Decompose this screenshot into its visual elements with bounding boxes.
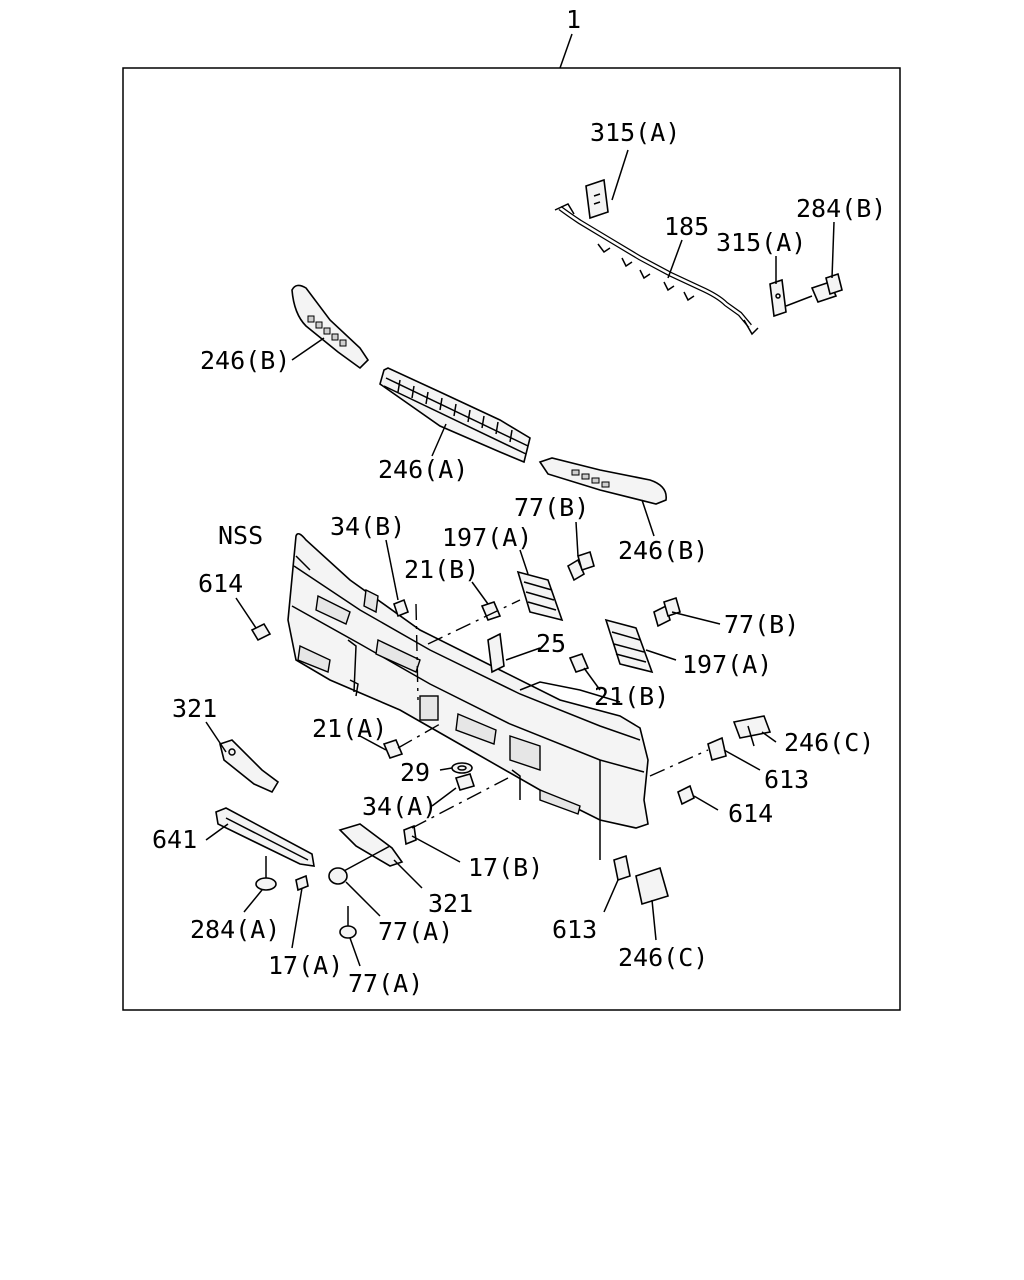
callout-246c-right: 246(C) <box>784 728 874 757</box>
callout-34b: 34(B) <box>330 512 405 541</box>
leader-lines <box>205 149 835 967</box>
screw-77b-right[interactable] <box>653 596 681 628</box>
washer-29[interactable] <box>451 762 473 774</box>
callout-284a: 284(A) <box>190 915 280 944</box>
assembly-line-21a <box>397 723 441 749</box>
callout-185: 185 <box>664 212 709 241</box>
assembly-line-34a <box>411 777 509 829</box>
callout-77a-mid: 77(A) <box>378 917 453 946</box>
callout-284b: 284(B) <box>796 194 886 223</box>
bracket-315a-top[interactable] <box>585 178 609 220</box>
grille-246b-right[interactable] <box>538 457 667 505</box>
callout-614-right: 614 <box>728 799 773 828</box>
nut-34b[interactable] <box>393 598 409 618</box>
bracket-185[interactable] <box>554 203 759 336</box>
assembly-leader <box>559 33 573 69</box>
callout-246c-bottom: 246(C) <box>618 943 708 972</box>
bezel-197a-right[interactable] <box>604 618 654 674</box>
callout-21b-top: 21(B) <box>404 555 479 584</box>
bolt-77a-mid[interactable] <box>328 845 391 885</box>
callout-321-mid: 321 <box>428 889 473 918</box>
stay-321-left[interactable] <box>219 739 280 794</box>
callout-nss: NSS <box>218 521 263 550</box>
bezel-197a-top[interactable] <box>516 570 564 622</box>
lamp-614-right[interactable] <box>677 784 695 806</box>
grille-246b-left[interactable] <box>291 284 370 370</box>
grille-246a[interactable] <box>379 367 531 464</box>
callout-21a: 21(A) <box>312 714 387 743</box>
stay-321-mid[interactable] <box>338 823 404 867</box>
callout-315a-right: 315(A) <box>716 228 806 257</box>
callout-25: 25 <box>536 629 566 658</box>
callout-613-right: 613 <box>764 765 809 794</box>
bumper-nss[interactable] <box>287 532 649 860</box>
callout-641: 641 <box>152 825 197 854</box>
lamp-614-left[interactable] <box>250 622 272 642</box>
callout-77a-bottom: 77(A) <box>348 969 423 998</box>
callout-613-bottom: 613 <box>552 915 597 944</box>
callout-246b-left: 246(B) <box>200 346 290 375</box>
bolt-77a-bottom[interactable] <box>339 906 357 939</box>
callout-246b-right: 246(B) <box>618 536 708 565</box>
nut-34a[interactable] <box>454 773 476 791</box>
screw-77b-top[interactable] <box>566 550 595 582</box>
clip-613-bottom[interactable] <box>613 854 631 882</box>
bracket-25[interactable] <box>487 632 505 674</box>
cover-246c-right[interactable] <box>732 715 772 747</box>
assembly-line-613-right <box>649 749 709 777</box>
nut-17a[interactable] <box>295 874 309 892</box>
callout-315a-top: 315(A) <box>590 118 680 147</box>
stay-641[interactable] <box>215 807 315 867</box>
cover-246c-bottom[interactable] <box>635 866 669 906</box>
clip-613-right[interactable] <box>707 736 727 761</box>
bolt-284a[interactable] <box>255 856 277 891</box>
callout-321-left: 321 <box>172 694 217 723</box>
callout-77b-top: 77(B) <box>514 493 589 522</box>
bracket-315a-right[interactable] <box>769 278 787 318</box>
callout-197a-right: 197(A) <box>682 650 772 679</box>
callout-21b-right: 21(B) <box>594 682 669 711</box>
clip-21a[interactable] <box>382 739 404 759</box>
assembly-number: 1 <box>566 5 581 34</box>
nut-17b[interactable] <box>403 824 417 846</box>
callout-34a: 34(A) <box>362 792 437 821</box>
bolt-284b[interactable] <box>785 272 843 307</box>
callout-29: 29 <box>400 758 430 787</box>
callout-17a: 17(A) <box>268 951 343 980</box>
assembly-frame <box>122 67 901 1011</box>
clip-21b-right[interactable] <box>568 653 590 673</box>
callout-614-left: 614 <box>198 569 243 598</box>
callout-197a-top: 197(A) <box>442 523 532 552</box>
assembly-line-21b-top <box>427 599 521 645</box>
callout-17b: 17(B) <box>468 853 543 882</box>
callout-246a: 246(A) <box>378 455 468 484</box>
callout-77b-right: 77(B) <box>724 610 799 639</box>
